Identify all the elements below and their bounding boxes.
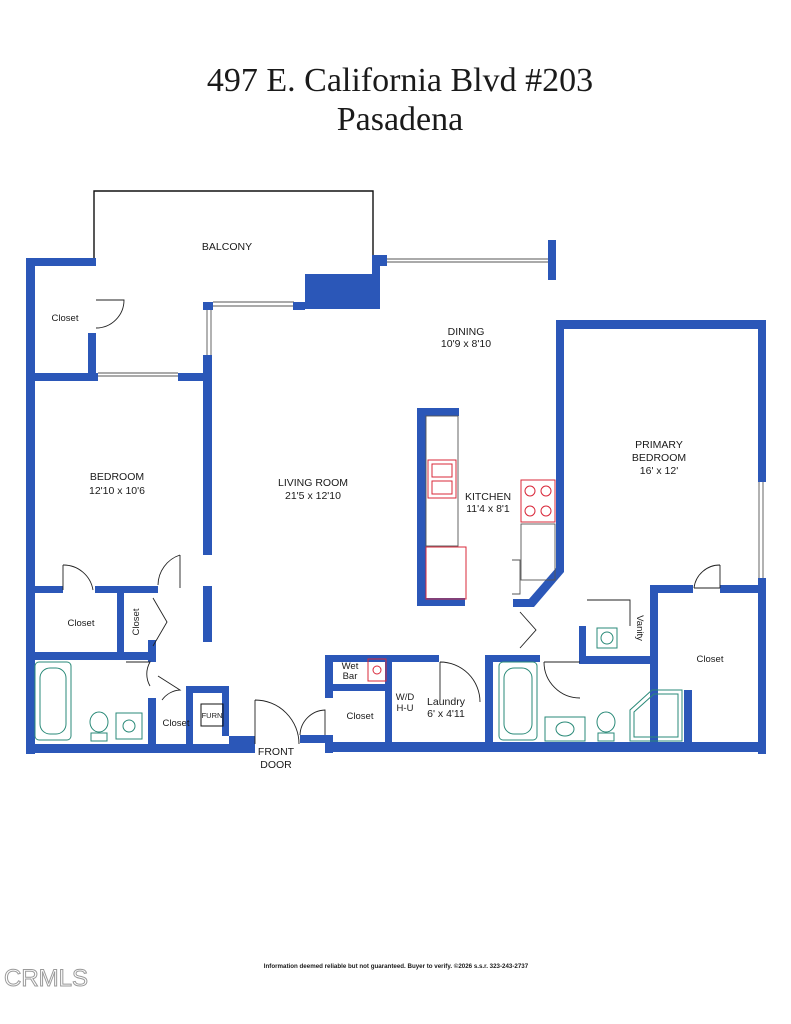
label-wd: W/D	[396, 692, 415, 703]
label-primary-dims: 16' x 12'	[640, 465, 678, 477]
plan-title-city: Pasadena	[337, 101, 464, 138]
label-kitchen: KITCHEN	[465, 491, 511, 503]
label-balcony: BALCONY	[202, 241, 252, 253]
door-swings	[62, 299, 721, 745]
label-door: DOOR	[260, 759, 292, 771]
label-laundry-dims: 6' x 4'11	[427, 708, 465, 720]
kitchen-sink	[427, 459, 457, 499]
plan-title-address: 497 E. California Blvd #203	[207, 62, 593, 99]
label-furn: FURN	[202, 711, 223, 720]
label-laundry: Laundry	[427, 696, 466, 708]
bathroom-fixtures	[34, 627, 683, 742]
walls	[26, 240, 766, 754]
wet-bar-sink	[367, 658, 387, 682]
label-vanity: Vanity	[634, 615, 645, 641]
label-living-room: LIVING ROOM	[278, 477, 348, 489]
label-closet-hall: Closet	[131, 608, 142, 635]
label-closet-entry: Closet	[347, 711, 374, 722]
label-closet-top-left: Closet	[52, 313, 79, 324]
shower	[629, 689, 683, 742]
sliding-doors	[98, 258, 764, 578]
room-labels: BALCONY Closet DINING 10'9 x 8'10 BEDROO…	[52, 241, 724, 771]
bathtub-right	[498, 661, 538, 741]
sink-right	[544, 716, 586, 742]
label-hu: H-U	[397, 703, 414, 714]
disclaimer: Information deemed reliable but not guar…	[264, 963, 529, 970]
label-kitchen-dims: 11'4 x 8'1	[466, 503, 510, 515]
label-bedroom-dims: 12'10 x 10'6	[89, 485, 145, 497]
label-primary: PRIMARY	[635, 439, 683, 451]
crms-logo: CRMLS	[4, 965, 88, 992]
label-dining: DINING	[448, 326, 485, 338]
cooktop	[520, 479, 556, 523]
label-bar: Bar	[343, 671, 358, 682]
toilet-left	[89, 711, 109, 733]
label-dining-dims: 10'9 x 8'10	[441, 338, 491, 350]
label-bedroom: BEDROOM	[90, 471, 144, 483]
furnace-box	[200, 703, 224, 727]
label-closet-bath: Closet	[163, 718, 190, 729]
sink-left	[115, 712, 143, 740]
toilet-right	[596, 711, 616, 733]
label-primary-bedroom: BEDROOM	[632, 452, 686, 464]
label-closet-primary: Closet	[697, 654, 724, 665]
label-living-room-dims: 21'5 x 12'10	[285, 490, 341, 502]
balcony-outline	[93, 190, 374, 258]
refrigerator	[425, 546, 467, 600]
bathtub-left	[34, 661, 72, 741]
label-closet-bedroom: Closet	[68, 618, 95, 629]
vanity-sink	[600, 631, 614, 645]
label-front: FRONT	[258, 746, 295, 758]
label-wet: Wet	[342, 661, 359, 672]
kitchen-appliances	[367, 415, 556, 682]
